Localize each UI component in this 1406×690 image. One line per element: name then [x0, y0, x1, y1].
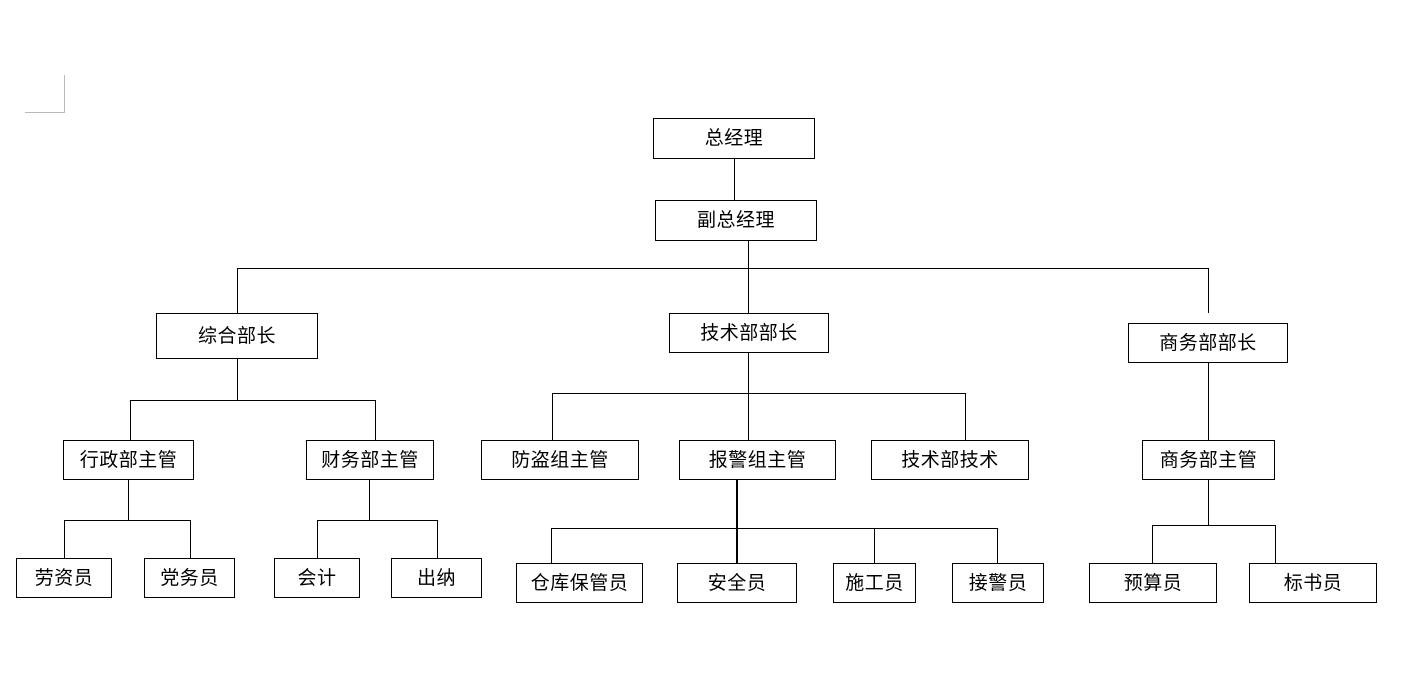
org-node-label: 副总经理 [696, 210, 775, 231]
connector-bus-to-admin [130, 400, 131, 440]
org-node-budget-officer[interactable]: 预算员 [1089, 563, 1217, 603]
connector-finance-drop [369, 480, 370, 520]
connector-comprehensive-drop [237, 359, 238, 400]
org-node-label: 行政部主管 [79, 449, 178, 471]
org-node-label: 施工员 [845, 572, 904, 594]
connector-admin-drop [128, 480, 129, 520]
org-node-antitheft-group-supervisor[interactable]: 防盗组主管 [481, 440, 639, 480]
org-node-warehouse-keeper[interactable]: 仓库保管员 [516, 563, 643, 603]
org-node-finance-supervisor[interactable]: 财务部主管 [306, 440, 434, 480]
connector-technical-drop [748, 353, 749, 393]
org-node-label: 出纳 [416, 567, 456, 589]
org-node-label: 报警组主管 [708, 449, 807, 471]
connector-bus-to-accountant [317, 520, 318, 558]
org-node-deputy-general-manager[interactable]: 副总经理 [655, 200, 817, 241]
org-node-alarm-group-supervisor[interactable]: 报警组主管 [679, 440, 836, 480]
connector-bus-to-warehouse-keeper [551, 528, 552, 563]
connector-alarm-bus [551, 528, 998, 529]
margin-mark-horizontal [25, 112, 65, 113]
connector-deputy-drop [748, 241, 749, 268]
connector-business-supervisor-drop [1208, 480, 1209, 525]
connector-bus-to-construction-worker [874, 528, 875, 563]
org-node-label: 综合部长 [197, 325, 276, 347]
org-node-label: 防盗组主管 [511, 449, 609, 471]
connector-bus-to-comprehensive [237, 268, 238, 313]
org-node-alarm-receiver[interactable]: 接警员 [952, 563, 1044, 603]
org-node-label: 标书员 [1283, 572, 1343, 594]
org-node-label: 总经理 [704, 128, 764, 149]
org-node-label: 技术部技术 [901, 449, 999, 471]
connector-admin-bus [64, 520, 191, 521]
org-node-label: 技术部部长 [700, 322, 798, 344]
org-node-technical-department-technician[interactable]: 技术部技术 [871, 440, 1029, 480]
connector-technical-bus [552, 393, 966, 394]
org-node-safety-officer[interactable]: 安全员 [677, 563, 797, 603]
org-node-label: 预算员 [1123, 572, 1183, 594]
org-node-technical-department-head[interactable]: 技术部部长 [669, 313, 829, 353]
org-node-party-affairs-clerk[interactable]: 党务员 [144, 558, 235, 598]
connector-gm-to-deputy [734, 158, 735, 200]
org-node-bid-document-officer[interactable]: 标书员 [1249, 563, 1377, 603]
connector-comprehensive-bus [130, 400, 376, 401]
connector-bus-to-cashier [437, 520, 438, 558]
connector-bus-to-bid-officer [1275, 525, 1276, 563]
org-node-label: 商务部部长 [1159, 332, 1257, 354]
org-node-comprehensive-department-head[interactable]: 综合部长 [156, 313, 318, 359]
org-node-general-manager[interactable]: 总经理 [653, 118, 815, 159]
margin-mark-vertical [64, 75, 65, 113]
connector-business-bus [1152, 525, 1276, 526]
page-margin-corner-mark [25, 75, 65, 113]
org-node-label: 党务员 [160, 567, 219, 589]
connector-bus-to-business [1208, 268, 1209, 313]
connector-bus-to-labor-clerk [64, 520, 65, 558]
connector-finance-bus [317, 520, 438, 521]
connector-bus-to-alarm [748, 393, 749, 440]
connector-bus-to-budget-officer [1152, 525, 1153, 563]
org-node-label: 仓库保管员 [530, 572, 629, 594]
connector-bus-to-antitheft [552, 393, 553, 440]
org-node-cashier[interactable]: 出纳 [391, 558, 482, 598]
org-node-business-department-head[interactable]: 商务部部长 [1128, 323, 1288, 363]
org-node-labor-wage-clerk[interactable]: 劳资员 [16, 558, 112, 598]
org-node-construction-worker[interactable]: 施工员 [833, 563, 916, 603]
connector-bus-to-party-clerk [190, 520, 191, 558]
org-node-label: 商务部主管 [1159, 449, 1258, 471]
connector-bus-to-alarm-receiver [997, 528, 998, 563]
connector-level3-bus [237, 268, 1209, 269]
connector-bus-to-technical [748, 268, 749, 313]
org-node-label: 安全员 [707, 572, 767, 594]
org-node-label: 劳资员 [34, 567, 94, 589]
org-node-label: 财务部主管 [321, 449, 419, 471]
org-node-business-supervisor[interactable]: 商务部主管 [1142, 440, 1275, 480]
org-node-label: 接警员 [968, 572, 1028, 594]
connector-bus-to-tech-staff [965, 393, 966, 440]
org-node-accountant[interactable]: 会计 [274, 558, 360, 598]
org-node-label: 会计 [297, 567, 337, 589]
connector-bus-to-safety-officer [736, 528, 738, 563]
connector-bus-to-finance [375, 400, 376, 440]
connector-business-to-supervisor [1208, 359, 1209, 440]
connector-alarm-drop [736, 480, 738, 528]
org-node-administration-supervisor[interactable]: 行政部主管 [63, 440, 194, 480]
